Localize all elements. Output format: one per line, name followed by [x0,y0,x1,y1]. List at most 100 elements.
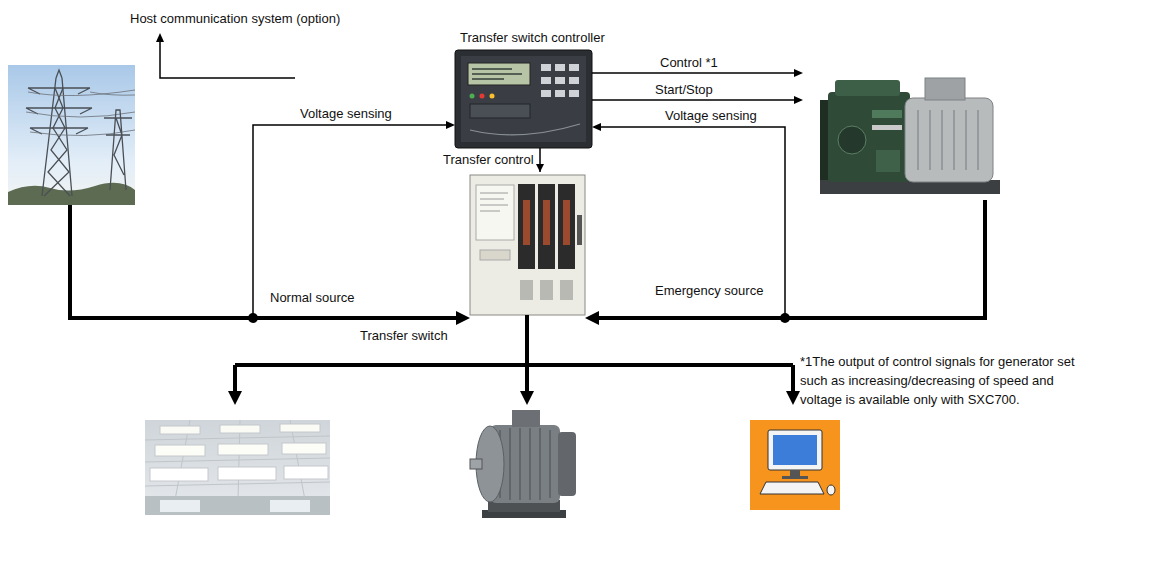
component-label: Transfer switch [360,328,448,344]
power-line [791,365,795,393]
computer-icon [750,420,840,510]
generator-set [905,98,993,182]
source-label: Normal source [270,290,355,306]
power-arrowhead [228,391,242,405]
lighting-photo [218,467,276,480]
signal-arrowhead [794,69,803,77]
signal-arrowhead [592,123,601,131]
controller-device [541,77,551,84]
power-line [525,315,529,365]
lighting-photo [145,496,330,515]
power-line [70,205,458,318]
signal-arrowhead [794,96,803,104]
transfer-switch-device [470,175,585,315]
controller-device [569,77,579,84]
computer-icon [827,485,835,495]
signal-label: Voltage sensing [665,108,757,124]
transfer-switch-device [563,200,570,245]
lighting-photo [160,500,200,512]
controller-device [470,104,530,118]
generator-set [925,78,965,100]
power-tower-photo [26,70,135,196]
controller-device [490,94,495,99]
generator-set [828,92,910,182]
generator-set [838,126,866,154]
controller-device [555,90,565,97]
controller-device [470,124,580,135]
lighting-photo [145,420,330,515]
lighting-photo [160,426,200,434]
lighting-photo [150,468,208,481]
controller-device [470,94,475,99]
computer-icon [768,430,822,470]
edge-label: Transfer control [443,152,534,168]
lighting-photo [145,420,330,500]
junction-dot [780,313,790,323]
lighting-photo [155,445,205,456]
lighting-photo [282,443,326,454]
transfer-switch-device [480,193,508,211]
power-line [235,363,793,367]
transfer-switch-device [476,185,514,240]
computer-icon [790,470,800,476]
controller-device [455,50,592,148]
signal-arrowhead [446,121,455,129]
transfer-switch-device [480,250,510,260]
motor-photo [470,410,576,518]
component-heading: Transfer switch controller [460,30,605,46]
power-tower-photo [44,88,70,196]
motor-photo [558,432,576,496]
generator-set [820,78,1000,194]
power-tower-photo [8,65,135,205]
signal-wire [592,99,795,101]
controller-device [472,68,512,70]
signal-label: Control *1 [660,55,718,71]
signal-label: Start/Stop [655,82,713,98]
lighting-photo [270,500,310,512]
power-arrowhead [786,391,800,405]
controller-device [555,77,565,84]
motor-photo [512,410,540,427]
transfer-switch-device [523,200,530,245]
controller-device [569,90,579,97]
power-tower-photo [104,110,132,190]
lighting-photo [218,444,268,455]
switch-block: Transfer switch [360,172,585,348]
generator-set [872,110,902,118]
computer-icon [750,420,840,510]
option-label: Host communication system (option) [130,11,340,27]
lighting-photo [145,420,330,515]
signal-wire [253,125,446,318]
lighting-photo [220,425,260,433]
power-line [597,200,985,318]
signal-wire [601,127,785,318]
lighting-photo [284,466,328,479]
controller-device [541,90,551,97]
controller-device [569,64,579,71]
controller-device [455,50,592,148]
controller-device [472,78,504,80]
power-tower-photo [26,88,92,134]
generator-set [835,80,900,96]
transfer-switch-device [558,184,575,269]
computer-icon [773,435,817,465]
signal-wire [160,41,795,318]
computer-icon [782,476,808,479]
transfer-switch-device [520,280,533,300]
footnote-text: *1The output of control signals for gene… [800,352,1096,409]
signal-arrowhead [156,33,803,131]
controller-device [461,56,586,142]
power-arrowhead [456,311,470,325]
transfer-switch-device [470,175,585,315]
motor-photo [470,459,482,469]
power-tower-photo [8,65,135,205]
controller-device [472,73,522,75]
power-arrowhead [228,311,800,405]
controller-device [480,94,485,99]
lighting-photo [280,424,320,432]
power-line [525,365,529,393]
power-tower-photo [42,70,72,196]
